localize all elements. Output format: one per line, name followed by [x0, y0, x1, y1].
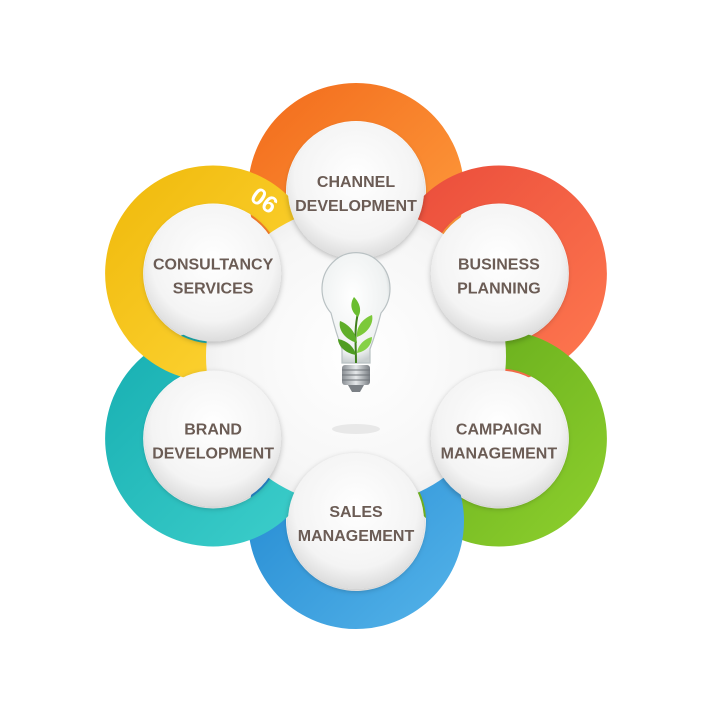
step-circle-05 — [145, 370, 282, 507]
step-ring-06 — [105, 165, 307, 382]
step-ring-03 — [405, 330, 607, 547]
step-label-line2-05: DEVELOPMENT — [152, 446, 274, 463]
step-rings: 010203040506 — [105, 83, 607, 629]
step-circle-06 — [145, 205, 282, 342]
step-circles: CHANNEL DEVELOPMENT BUSINESS PLANNING CAMPAI… — [145, 123, 567, 589]
step-ring-02 — [390, 165, 607, 382]
step-ring-05 — [105, 330, 322, 547]
step-label-line1-02: BUSINESS — [458, 257, 540, 274]
step-label-line1-05: BRAND — [184, 422, 242, 439]
step-label-line1-01: CHANNEL — [317, 174, 395, 191]
step-circle-03 — [430, 370, 567, 507]
step-circle-04 — [288, 453, 424, 589]
step-label-line2-06: SERVICES — [173, 281, 254, 298]
step-circle-02 — [430, 205, 567, 342]
step-label-line2-01: DEVELOPMENT — [295, 198, 417, 215]
step-label-line2-02: PLANNING — [457, 281, 541, 298]
step-label-line1-06: CONSULTANCY — [153, 257, 274, 274]
step-label-line1-04: SALES — [329, 504, 383, 521]
step-ring-01 — [248, 83, 465, 285]
step-label-line2-03: MANAGEMENT — [441, 446, 558, 463]
step-label-line1-03: CAMPAIGN — [456, 422, 542, 439]
lightbulb-plant-icon — [321, 252, 391, 434]
step-ring-04 — [248, 427, 464, 629]
step-circle-01 — [288, 123, 424, 259]
step-label-line2-04: MANAGEMENT — [298, 528, 415, 545]
